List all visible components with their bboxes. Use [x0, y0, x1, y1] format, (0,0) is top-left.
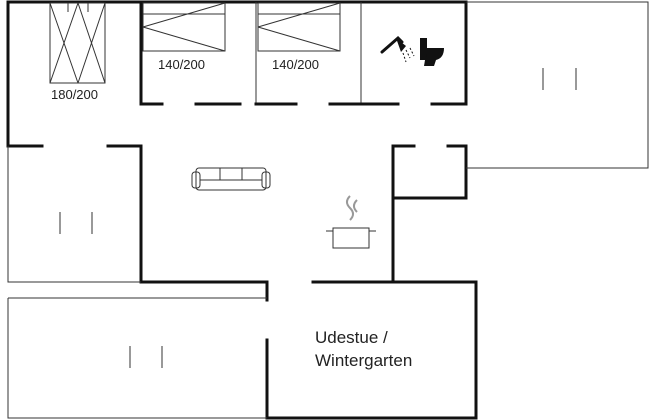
bed-icon [257, 2, 341, 52]
bed-icon [49, 2, 106, 84]
room-label-line1: Udestue / [315, 328, 388, 347]
window-icon [59, 68, 577, 368]
toilet-icon [420, 38, 444, 66]
sofa-icon [191, 167, 271, 191]
bed-size-label: 140/200 [158, 57, 205, 72]
terrace-outlines [7, 1, 649, 419]
bed-size-label: 140/200 [272, 57, 319, 72]
bed-size-label: 180/200 [51, 87, 98, 102]
shower-icon [380, 35, 415, 63]
walls [6, 0, 478, 420]
cooking-pot-icon [326, 195, 376, 249]
room-label-line2: Wintergarten [315, 351, 412, 370]
bed-icon [142, 2, 226, 52]
